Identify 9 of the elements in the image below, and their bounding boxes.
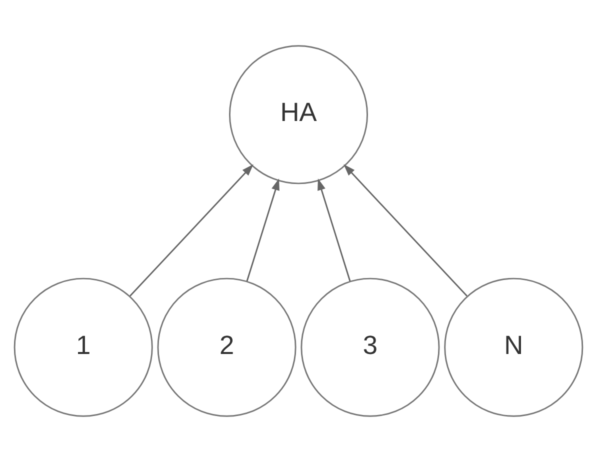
node-circle: 2 — [157, 278, 296, 417]
node-circle: 3 — [300, 278, 440, 417]
arrow — [318, 178, 351, 282]
arrow — [246, 178, 280, 282]
arrow — [130, 164, 254, 297]
arrow — [344, 164, 468, 297]
node-circle: N — [444, 278, 584, 417]
node-circle: 1 — [14, 278, 153, 417]
node-circle: HA — [228, 45, 368, 184]
